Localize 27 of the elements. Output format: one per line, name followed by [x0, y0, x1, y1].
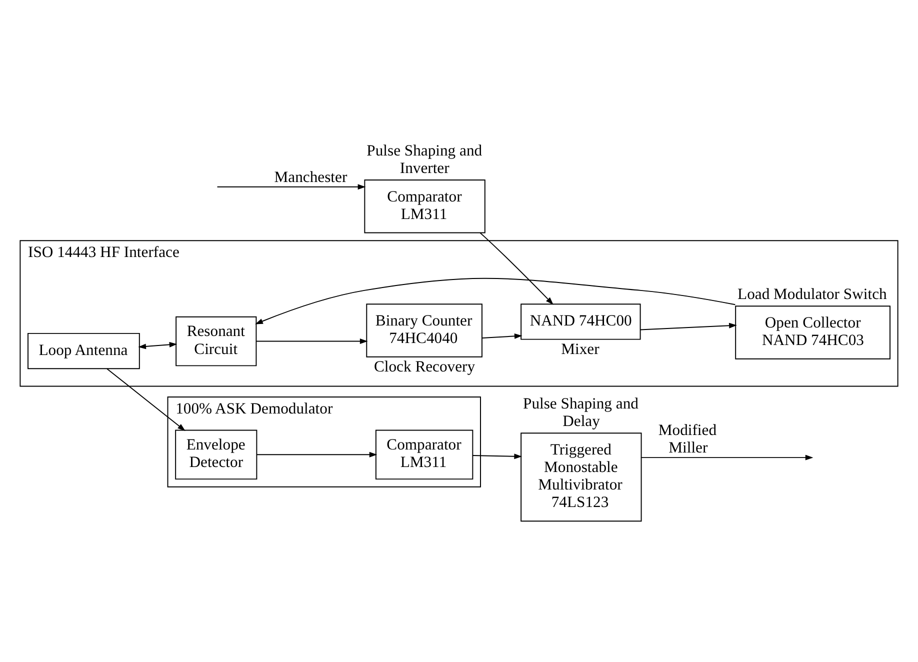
arrow	[256, 338, 368, 344]
node-box: Envelope Detector	[175, 430, 258, 480]
node-label: Pulse Shaping and Delay	[523, 396, 638, 430]
node-box: Binary Counter 74HC4040	[366, 304, 482, 358]
node-box: Resonant Circuit	[176, 316, 257, 366]
arrow	[138, 342, 178, 350]
edge-label: Modified Miller	[658, 422, 717, 456]
edge-label: Manchester	[274, 168, 348, 186]
arrow	[216, 184, 366, 190]
arrow	[640, 322, 737, 330]
arrow	[480, 232, 554, 305]
arrow	[640, 454, 814, 460]
node-box: Comparator LM311	[364, 180, 486, 234]
node-box: Open Collector NAND 74HC03	[735, 306, 890, 360]
node-label: Mixer	[561, 340, 600, 358]
node-label: Load Modulator Switch	[738, 286, 887, 304]
arrow	[482, 333, 522, 339]
node-box: Comparator LM311	[375, 430, 474, 480]
arrow	[472, 454, 522, 460]
arrow	[256, 452, 378, 458]
node-label: Clock Recovery	[374, 358, 476, 376]
node-box: Triggered Monostable Multivibrator 74LS123	[520, 432, 642, 522]
arrow	[255, 278, 736, 324]
node-label: Pulse Shaping and Inverter	[366, 142, 482, 177]
node-box: NAND 74HC00	[520, 304, 641, 340]
node-box: Loop Antenna	[28, 332, 140, 370]
arrow	[106, 368, 186, 431]
